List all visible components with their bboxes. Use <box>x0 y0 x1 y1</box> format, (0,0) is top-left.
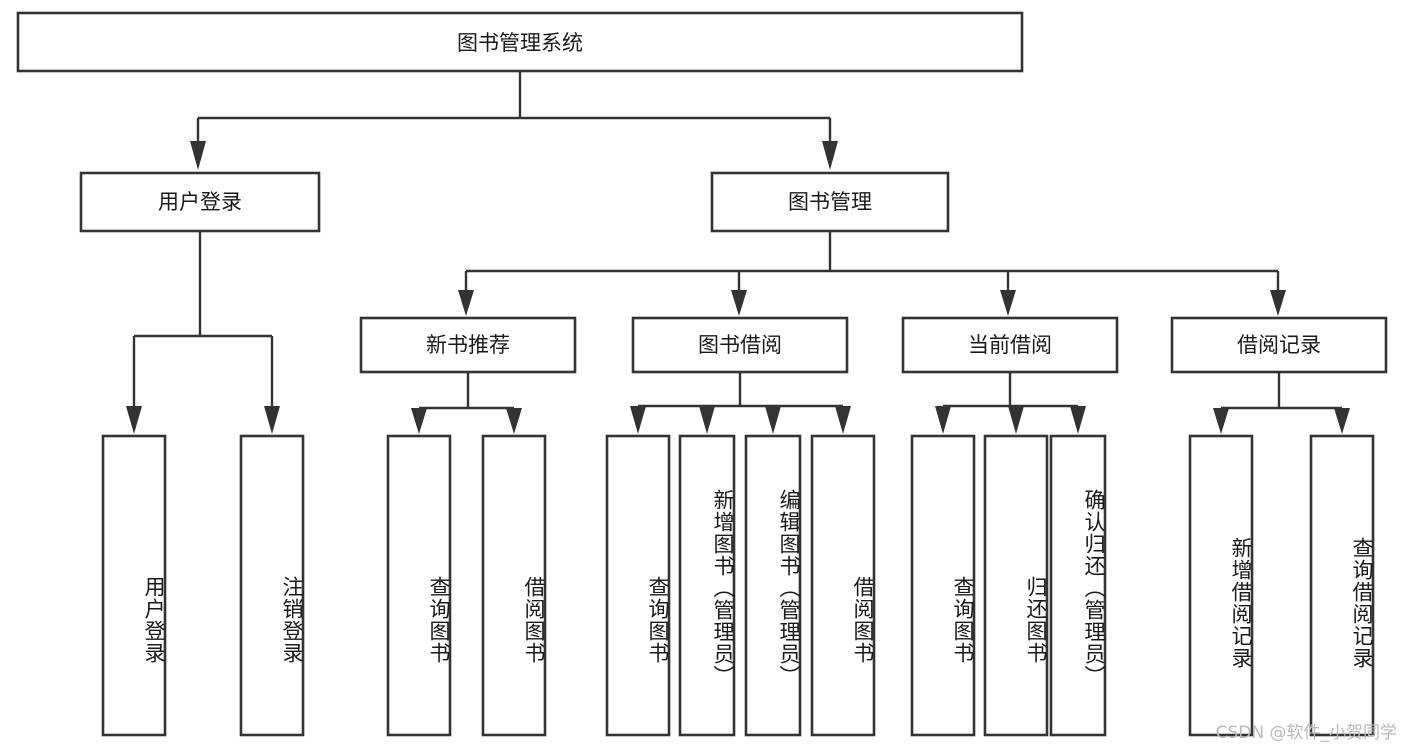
node-new-book-recommend-box[interactable] <box>359 316 577 374</box>
node-root[interactable]: 图书管理系统 <box>16 11 1024 73</box>
node-user-login[interactable]: 用户登录 <box>79 171 321 233</box>
node-layer: 图书管理系统 用户登录 图书管理 新书推荐 图书借阅 当前 <box>16 11 1388 737</box>
node-book-management-label: 图书管理 <box>788 190 872 214</box>
arrow-head-leaf-query-record <box>1334 408 1350 434</box>
arrow-head-leaf-confirm-return <box>1070 406 1086 434</box>
leaf-box-confirm-return[interactable] <box>1049 434 1107 737</box>
node-new-book-recommend[interactable]: 新书推荐 <box>359 316 577 374</box>
arrow-head-leaf-edit-book <box>765 406 781 434</box>
leaf-box-query-record[interactable] <box>1309 434 1375 737</box>
leaf-box-borrow-book-2[interactable] <box>810 434 876 737</box>
leaf-box-query-book-2[interactable] <box>605 434 671 737</box>
leaf-box-add-book[interactable] <box>678 434 736 737</box>
node-borrow-record[interactable]: 借阅记录 <box>1170 316 1388 374</box>
node-borrow-record-label: 借阅记录 <box>1237 333 1321 357</box>
node-user-login-box[interactable] <box>79 171 321 233</box>
node-current-borrow-box[interactable] <box>901 316 1119 374</box>
arrow-head-leaf-logout <box>264 406 280 434</box>
watermark-text: CSDN @软件_小贺同学 <box>1215 723 1397 743</box>
node-root-label: 图书管理系统 <box>457 31 583 55</box>
leaf-box-return-book[interactable] <box>983 434 1049 737</box>
leaf-box-edit-book[interactable] <box>744 434 802 737</box>
arrow-head-book-mgmt <box>822 141 838 170</box>
connector-layer <box>126 71 1350 434</box>
node-book-management[interactable]: 图书管理 <box>710 171 950 233</box>
arrow-head-leaf-query-book-2 <box>630 406 646 434</box>
node-book-management-box[interactable] <box>710 171 950 233</box>
leaf-box-query-book-1[interactable] <box>386 434 452 737</box>
arrow-head-book-borrow <box>731 290 747 316</box>
arrow-head-leaf-query-book-3 <box>935 406 951 434</box>
arrow-head-user-login <box>190 141 206 170</box>
node-book-borrow-box[interactable] <box>631 316 849 374</box>
arrow-head-leaf-borrow-book-1 <box>506 408 522 434</box>
arrow-head-current-borrow <box>1000 290 1016 316</box>
node-root-box[interactable] <box>16 11 1024 73</box>
arrow-head-leaf-borrow-book-2 <box>835 406 851 434</box>
leaf-box-query-book-3[interactable] <box>910 434 976 737</box>
leaf-box-logout[interactable] <box>239 434 305 737</box>
node-current-borrow[interactable]: 当前借阅 <box>901 316 1119 374</box>
node-book-borrow[interactable]: 图书借阅 <box>631 316 849 374</box>
node-book-borrow-label: 图书借阅 <box>698 333 782 357</box>
arrow-head-leaf-add-record <box>1213 408 1229 434</box>
arrow-head-leaf-return-book <box>1008 406 1024 434</box>
arrow-head-new-book-rec <box>458 290 474 316</box>
node-user-login-label: 用户登录 <box>158 190 242 214</box>
node-borrow-record-box[interactable] <box>1170 316 1388 374</box>
arrow-head-leaf-query-book-1 <box>411 408 427 434</box>
node-current-borrow-label: 当前借阅 <box>968 333 1052 357</box>
arrow-head-leaf-add-book <box>699 406 715 434</box>
arrow-head-borrow-record <box>1270 290 1286 316</box>
leaf-box-add-record[interactable] <box>1188 434 1254 737</box>
leaf-box-user-login[interactable] <box>101 434 167 737</box>
arrow-head-leaf-user-login <box>126 406 142 434</box>
leaf-box-borrow-book-1[interactable] <box>481 434 547 737</box>
node-new-book-recommend-label: 新书推荐 <box>426 333 510 357</box>
